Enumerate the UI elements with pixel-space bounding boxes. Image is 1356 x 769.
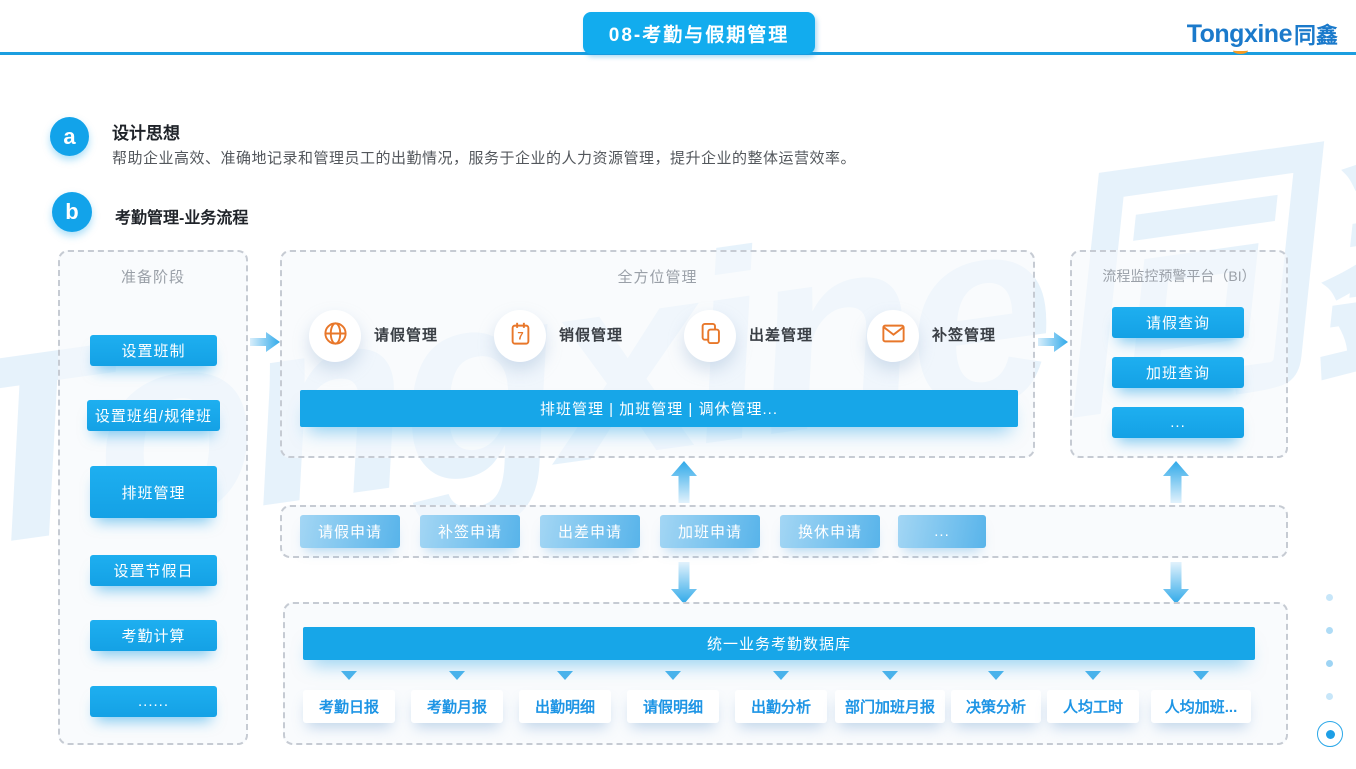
report-leave-detail: 请假明细 [627,690,719,723]
app-button-swap-rest-request: 换休申请 [780,515,880,548]
report-decision-analysis: 决策分析 [951,690,1041,723]
nav-dot[interactable] [1326,594,1333,601]
nav-current-inner-dot [1325,729,1335,739]
cancel-leave-icon-circle: 7 [494,310,546,362]
prep-button-holiday-setup: 设置节假日 [90,555,217,586]
triangle-down-icon [557,671,573,680]
nav-dot[interactable] [1326,660,1333,667]
globe-icon [322,320,349,352]
logo-wordmark: Tongxine [1187,20,1292,54]
logo-smile-icon [1232,47,1248,54]
triangle-down-icon [1193,671,1209,680]
resign-card-icon-circle [867,310,919,362]
mail-icon [880,320,907,352]
triangle-down-icon [341,671,357,680]
bi-button-more: ... [1112,407,1244,438]
report-monthly-attendance: 考勤月报 [411,690,503,723]
section-b-title: 考勤管理-业务流程 [115,210,249,227]
triangle-down-icon [773,671,789,680]
leave-mgmt-icon-circle [309,310,361,362]
bi-button-overtime-query: 加班查询 [1112,357,1244,388]
management-item-label: 出差管理 [749,327,814,344]
triangle-down-icon [882,671,898,680]
bi-button-leave-query: 请假查询 [1112,307,1244,338]
nav-current-dot[interactable] [1317,721,1343,747]
arrow-right-icon [1038,331,1068,358]
management-item-label: 销假管理 [559,327,624,344]
report-attendance-analysis: 出勤分析 [735,690,827,723]
prep-button-more: ...... [90,686,217,717]
logo-cn-text: 同鑫 [1293,23,1338,48]
triangle-down-icon [988,671,1004,680]
app-button-more: ... [898,515,986,548]
section-a-description: 帮助企业高效、准确地记录和管理员工的出勤情况，服务于企业的人力资源管理，提升企业… [112,150,857,167]
arrow-down-icon [1163,562,1189,609]
section-a-title: 设计思想 [112,124,180,143]
arrow-up-icon [1163,461,1189,508]
management-item-label: 请假管理 [374,327,439,344]
nav-dot[interactable] [1326,693,1333,700]
arrow-right-icon [250,331,280,358]
arrow-down-icon [671,562,697,609]
app-button-trip-request: 出差申请 [540,515,640,548]
prep-button-attendance-calc: 考勤计算 [90,620,217,651]
unified-database-bar: 统一业务考勤数据库 [303,627,1255,660]
nav-dot[interactable] [1326,627,1333,634]
prep-button-scheduling: 排班管理 [90,466,217,518]
report-daily-attendance: 考勤日报 [303,690,395,723]
prep-phase-title: 准备阶段 [120,269,185,286]
triangle-down-icon [665,671,681,680]
report-dept-overtime-monthly: 部门加班月报 [835,690,945,723]
app-button-resign-request: 补签申请 [420,515,520,548]
copy-icon [697,320,724,352]
report-avg-hours: 人均工时 [1047,690,1139,723]
management-title: 全方位管理 [617,269,698,286]
scheduling-management-bar: 排班管理 | 加班管理 | 调休管理... [300,390,1018,427]
management-item-label: 补签管理 [932,327,997,344]
app-button-leave-request: 请假申请 [300,515,400,548]
svg-text:7: 7 [517,331,523,343]
report-attendance-detail: 出勤明细 [519,690,611,723]
triangle-down-icon [1085,671,1101,680]
section-b-badge: b [52,192,92,232]
app-button-overtime-request: 加班申请 [660,515,760,548]
page-title: 08-考勤与假期管理 [583,12,815,54]
brand-logo: Tongxine 同鑫 [1187,18,1338,54]
section-a-badge: a [50,117,89,156]
triangle-down-icon [449,671,465,680]
bi-platform-title: 流程监控预警平台（BI） [1102,268,1256,284]
prep-button-team-setup: 设置班组/规律班 [87,400,220,431]
business-trip-icon-circle [684,310,736,362]
calendar-icon: 7 [507,320,534,352]
arrow-up-icon [671,461,697,508]
report-avg-overtime: 人均加班... [1151,690,1251,723]
prep-button-shift-setup: 设置班制 [90,335,217,366]
